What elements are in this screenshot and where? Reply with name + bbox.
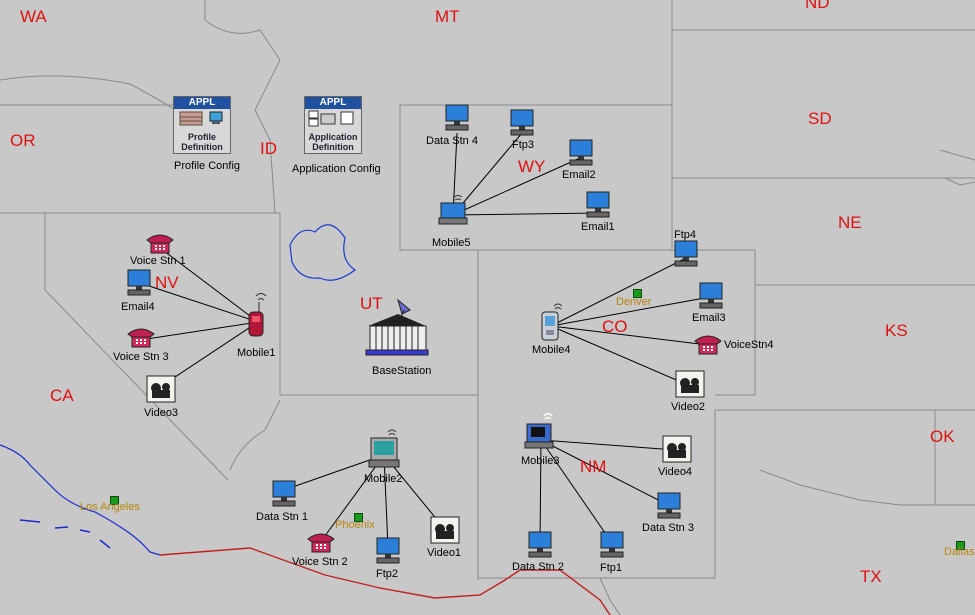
node-label: VoiceStn4 (724, 339, 774, 351)
video-camera-icon (675, 370, 705, 398)
city-label-los-angeles: Los Angeles (80, 501, 140, 513)
state-label: OK (930, 427, 955, 446)
state-label: UT (360, 294, 383, 313)
workstation-icon (699, 282, 723, 309)
state-label: NM (580, 457, 607, 476)
node-label: Email2 (562, 169, 596, 181)
mobile-phone-icon (248, 293, 267, 337)
node-label: Email3 (692, 312, 726, 324)
state-label: MT (435, 7, 460, 26)
workstation-icon (600, 531, 624, 558)
node-label: Email4 (121, 301, 155, 313)
node-label: Video4 (658, 466, 693, 478)
appl-header: APPL (174, 97, 230, 109)
state-label: KS (885, 321, 908, 340)
video-camera-icon (662, 435, 692, 463)
workstation-icon (657, 492, 681, 519)
node-label: Mobile3 (521, 455, 560, 467)
telephone-icon (307, 533, 335, 553)
state-label: NE (838, 213, 862, 232)
base-station-label: BaseStation (372, 365, 432, 377)
node-label: Mobile4 (532, 344, 571, 356)
workstation-icon (376, 537, 400, 564)
telephone-icon (127, 328, 155, 348)
base-station-icon[interactable] (362, 296, 432, 356)
state-label: ID (260, 139, 277, 158)
mobile-laptop-icon (524, 412, 554, 449)
appl-title-line1: Profile (187, 132, 216, 142)
mobile-laptop-icon (368, 429, 400, 468)
state-label: OR (10, 131, 36, 150)
state-label: WY (518, 157, 546, 176)
video-camera-icon (430, 516, 460, 544)
node-label: Video3 (144, 407, 179, 419)
workstation-icon (586, 191, 610, 218)
appl-header: APPL (305, 97, 361, 109)
city-marker-icon (354, 513, 363, 522)
node-label: Video1 (427, 547, 462, 559)
profile-config-node[interactable]: APPL Profile Definition (173, 96, 231, 154)
state-label: SD (808, 109, 832, 128)
state-label: CO (602, 317, 628, 336)
node-label: Voice Stn 2 (292, 556, 348, 568)
telephone-icon (694, 335, 722, 355)
city-label-phoenix: Phoenix (335, 519, 375, 531)
node-label: Mobile5 (432, 237, 471, 249)
appl-title-line1: Application (308, 132, 358, 142)
node-label: Email1 (581, 221, 615, 233)
node-label: Ftp3 (512, 139, 535, 151)
node-label: Voice Stn 1 (130, 255, 186, 267)
node-label: Data Stn 2 (512, 561, 564, 573)
node-label: Data Stn 1 (256, 511, 308, 523)
state-label: CA (50, 386, 74, 405)
city-label-dallas: Dallas (944, 546, 975, 558)
application-definition-icon (308, 110, 354, 127)
city-label-denver: Denver (616, 296, 652, 308)
node-label: Ftp2 (376, 568, 399, 580)
node-label: Video2 (671, 401, 706, 413)
application-config-node[interactable]: APPL Application Definition (304, 96, 362, 154)
state-label: TX (860, 567, 882, 586)
node-label: Data Stn 4 (426, 135, 478, 147)
node-label: Ftp1 (600, 562, 623, 574)
state-label: WA (20, 7, 47, 26)
video-camera-icon (146, 375, 176, 403)
pda-icon (541, 303, 563, 341)
state-label: ND (805, 0, 830, 12)
appl-title-line2: Definition (181, 142, 223, 152)
city-marker-icon (956, 541, 965, 550)
appl-title-line2: Definition (312, 142, 354, 152)
node-label: Mobile1 (237, 347, 276, 359)
node-label: Data Stn 3 (642, 522, 694, 534)
workstation-icon (127, 269, 151, 296)
city-marker-icon (633, 289, 642, 298)
telephone-icon (146, 234, 174, 254)
node-label: Mobile2 (364, 473, 403, 485)
workstation-icon (569, 139, 593, 166)
profile-definition-icon (179, 111, 223, 126)
workstation-icon (272, 480, 296, 507)
mobile-laptop-icon (438, 195, 468, 225)
workstation-icon (510, 109, 534, 136)
node-label: Voice Stn 3 (113, 351, 169, 363)
city-marker-icon (110, 496, 119, 505)
profile-config-label: Profile Config (174, 160, 241, 172)
workstation-icon (674, 240, 698, 267)
workstation-icon (528, 531, 552, 558)
workstation-icon (445, 104, 469, 131)
state-label: NV (155, 273, 179, 292)
application-config-label: Application Config (292, 163, 381, 175)
node-label: Ftp4 (674, 229, 697, 241)
